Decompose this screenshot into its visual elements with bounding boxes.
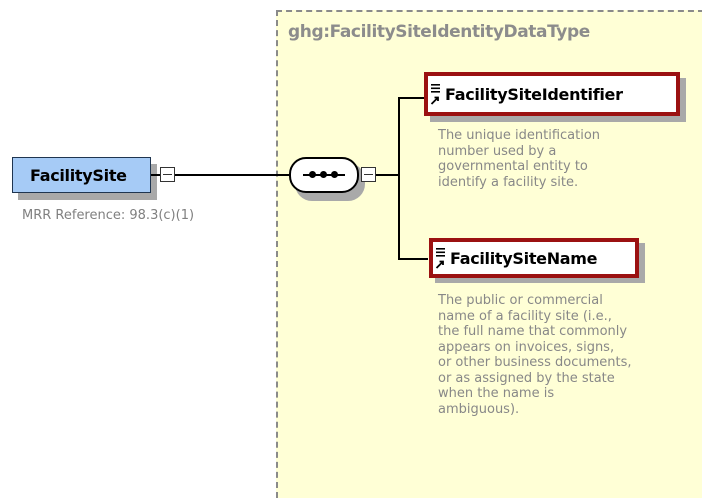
root-element-label: FacilitySite [30,165,127,185]
doc-line: when the name is [438,386,555,401]
doc-line: The public or commercial [438,293,603,308]
element-documentation: The unique identification number used by… [438,128,600,190]
connector-line [175,174,289,176]
simple-content-icon [430,84,440,105]
doc-line: ambiguous). [438,401,520,417]
connector-line [151,174,160,176]
doc-line: number used by a [438,143,557,159]
sequence-dot [309,171,316,178]
complex-type-name: ghg:FacilitySiteIdentityDataType [288,22,590,42]
connector-line [376,174,399,176]
element-documentation: The public or commercial name of a facil… [438,293,631,417]
root-element-facility-site[interactable]: FacilitySite [12,157,151,193]
collapse-sequence-icon[interactable] [361,167,376,182]
connector-line [398,97,426,99]
element-label: FacilitySiteName [450,248,598,268]
connector-line [398,97,400,259]
mrr-reference: MRR Reference: 98.3(c)(1) [22,208,195,223]
collapse-root-icon[interactable] [160,167,175,182]
doc-line: name of a facility site (i.e., [438,308,612,324]
doc-line: the full name that commonly [438,324,628,339]
sequence-dot [331,171,338,178]
doc-line: The unique identification [438,128,601,143]
element-facility-site-name[interactable]: FacilitySiteName [429,238,639,278]
doc-line: identify a facility site. [438,174,579,190]
doc-line: or as assigned by the state [438,370,615,386]
doc-line: governmental entity to [438,159,588,174]
sequence-dot [320,171,327,178]
simple-content-icon [435,248,445,269]
connector-line [398,258,428,260]
sequence-compositor-icon[interactable] [289,157,359,193]
element-label: FacilitySiteIdentifier [445,84,623,104]
doc-line: appears on invoices, signs, [438,339,615,355]
doc-line: or other business documents, [438,355,632,370]
element-facility-site-identifier[interactable]: FacilitySiteIdentifier [424,72,680,116]
